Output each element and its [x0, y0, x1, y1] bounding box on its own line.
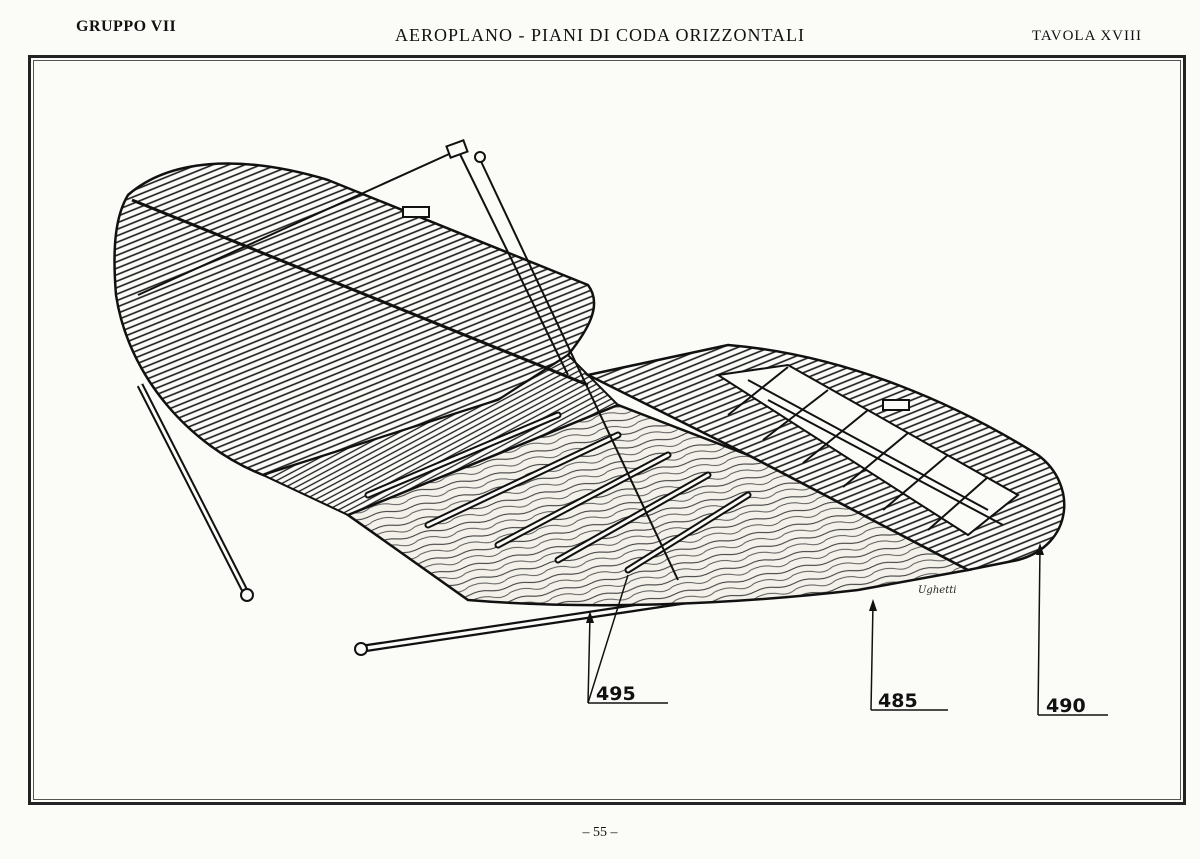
lower-strut: [354, 596, 689, 656]
page-title: AEROPLANO - PIANI DI CODA ORIZZONTALI: [394, 25, 806, 45]
page-number: – 55 –: [582, 825, 618, 840]
wire-fittings: [402, 139, 910, 411]
main-spar: [131, 198, 589, 387]
tailplane-illustration: 495 485 490 Ughetti: [113, 139, 1108, 717]
illustration-frame: [28, 55, 1186, 805]
bracing-wires: [137, 149, 679, 581]
artist-signature: Ughetti: [918, 585, 956, 596]
callout-495: 495: [596, 683, 636, 705]
rib-framework: [715, 363, 1020, 537]
header-group-label: GRUPPO VII: [76, 18, 177, 35]
left-strut: [136, 383, 254, 602]
callout-490: 490: [1046, 695, 1086, 717]
callout-leaders: [587, 546, 1108, 716]
callout-485: 485: [878, 690, 918, 712]
left-elevator: [260, 353, 620, 517]
plate-number: TAVOLA XVIII: [1031, 28, 1142, 44]
